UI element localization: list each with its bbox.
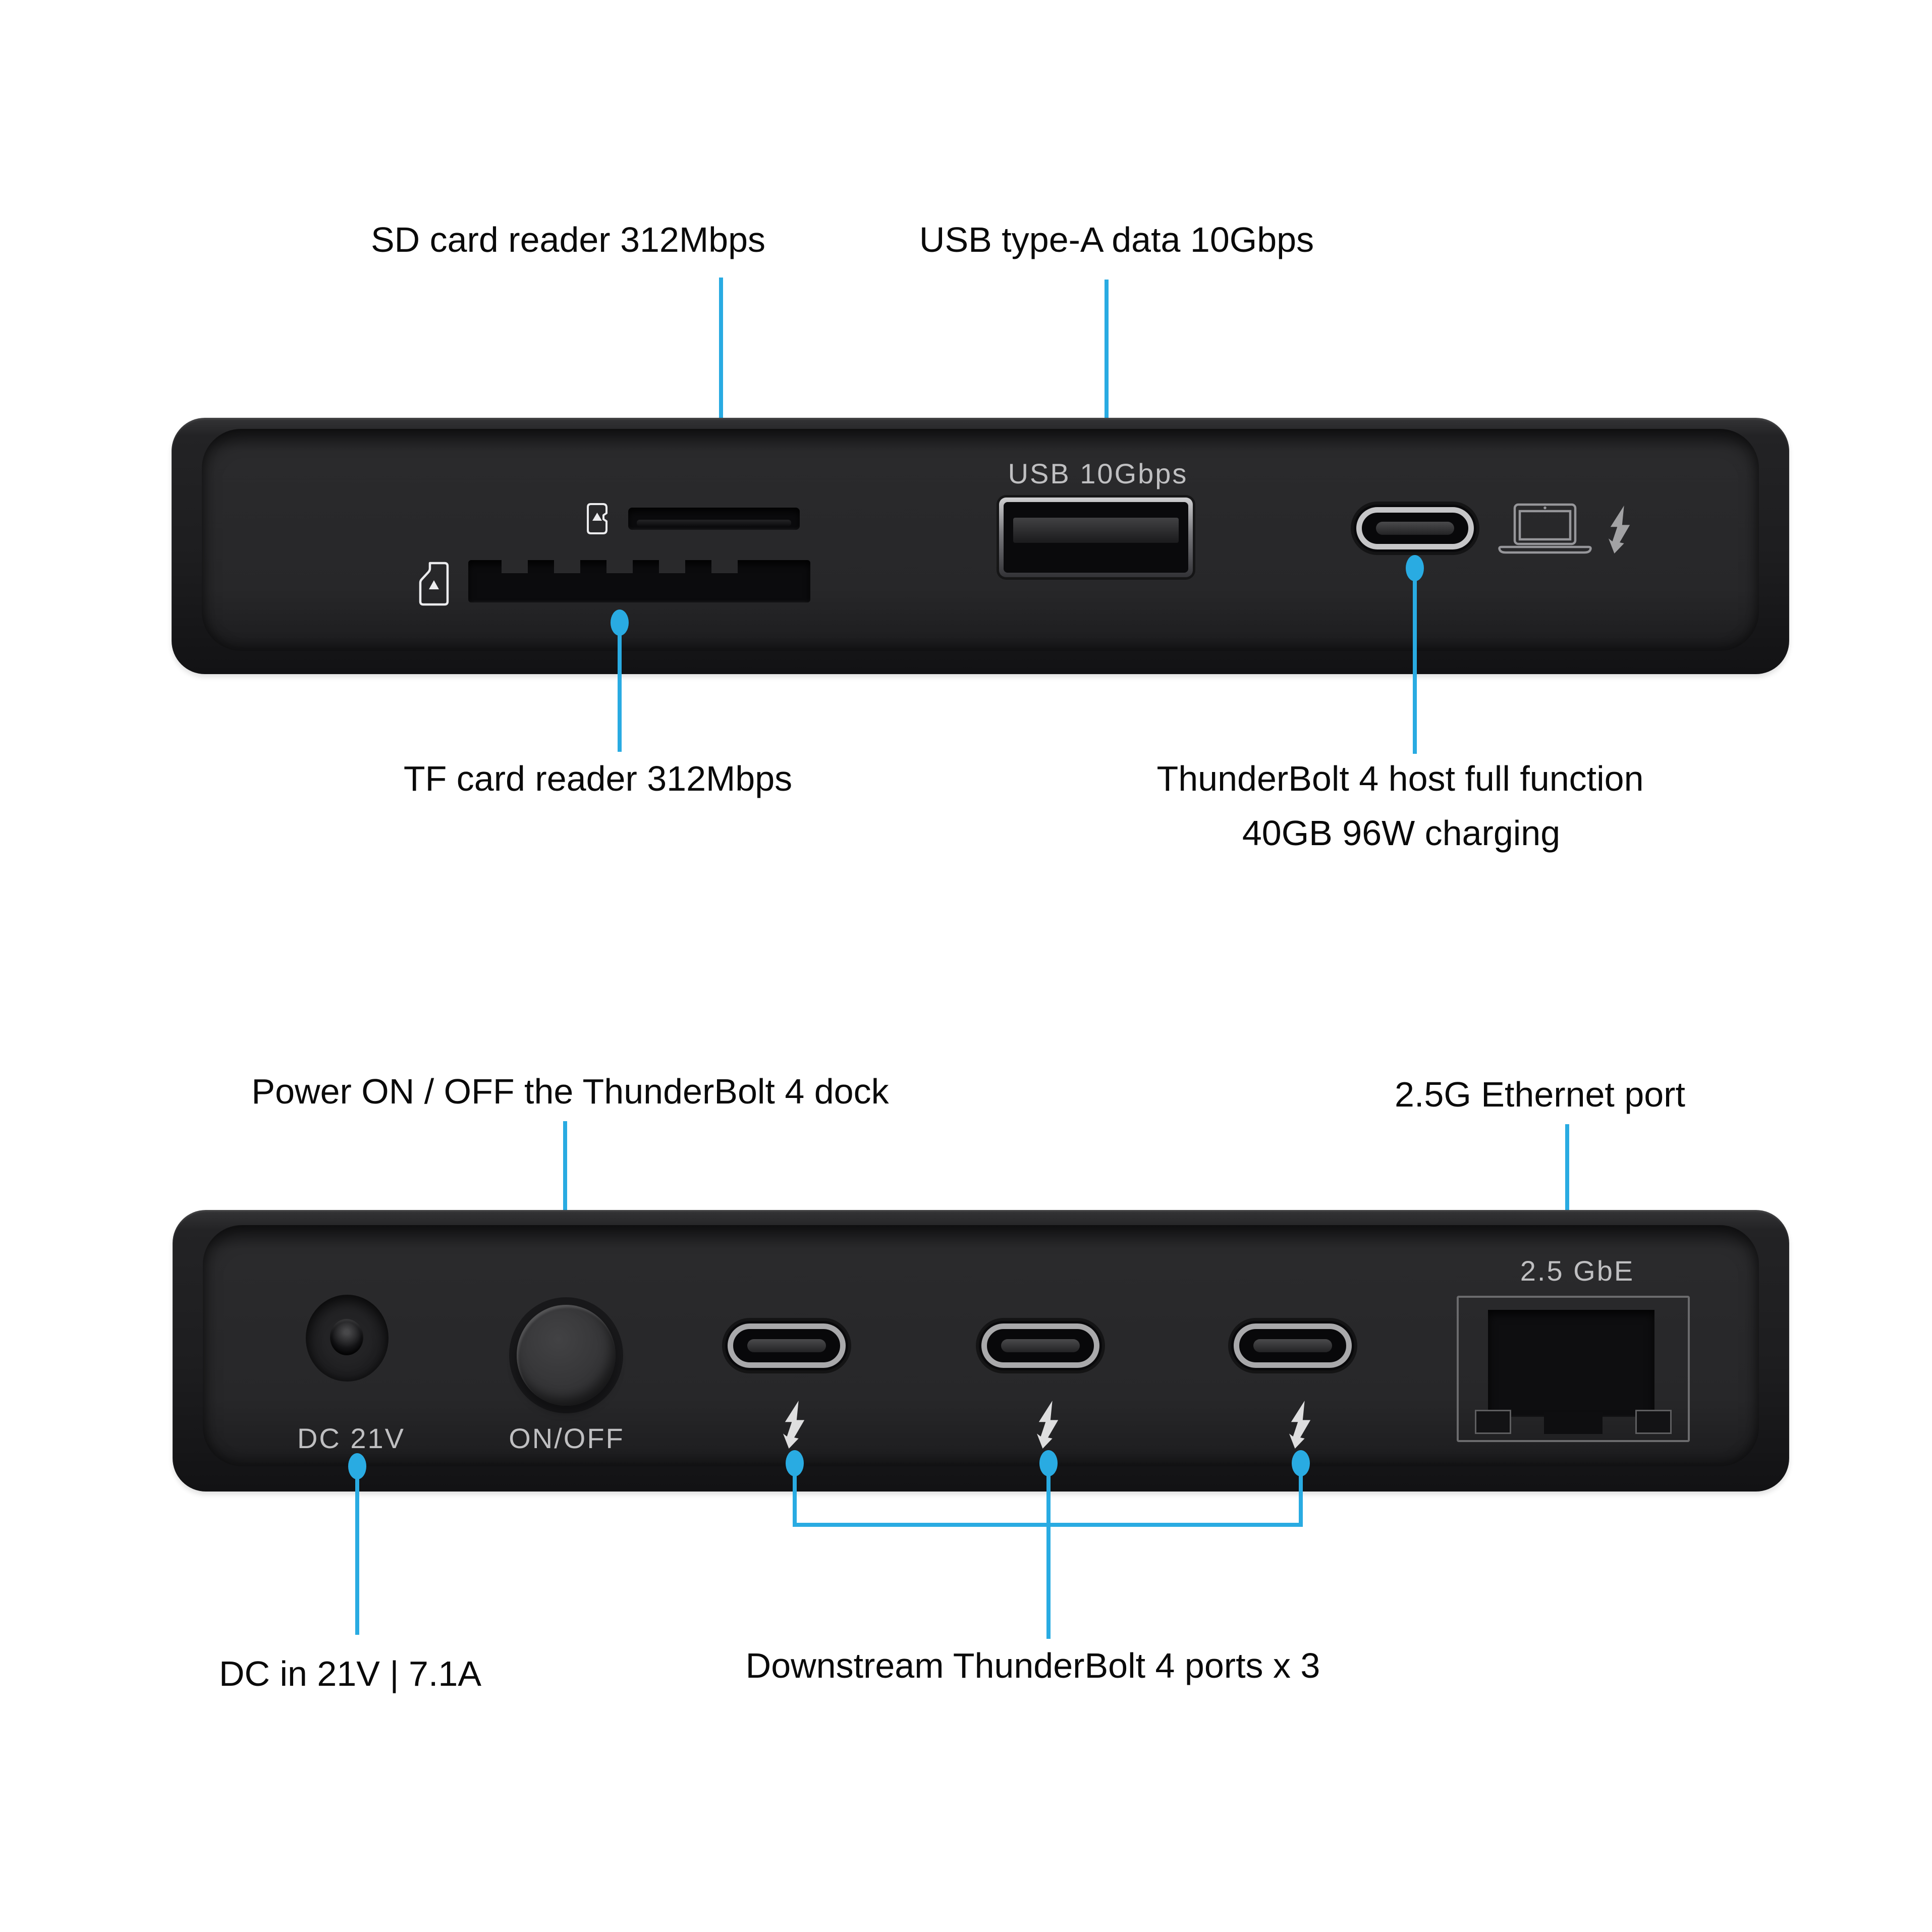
thunderbolt-downstream-port-1 bbox=[725, 1321, 848, 1370]
tb1-callout-line bbox=[793, 1471, 797, 1526]
ethernet-port bbox=[1457, 1296, 1690, 1442]
power-label: Power ON / OFF the ThunderBolt 4 dock bbox=[251, 1072, 889, 1111]
thunderbolt-icon bbox=[783, 1401, 805, 1449]
tf-callout-dot bbox=[611, 610, 629, 636]
usb-a-port bbox=[999, 498, 1193, 577]
sd-card-slot bbox=[628, 508, 800, 530]
tb-host-label-line1: ThunderBolt 4 host full function bbox=[1156, 759, 1644, 798]
thunderbolt-downstream-port-2 bbox=[979, 1321, 1102, 1370]
tb-host-callout-dot bbox=[1406, 555, 1424, 581]
tf-reader-label: TF card reader 312Mbps bbox=[403, 759, 793, 798]
thunderbolt-icon bbox=[1036, 1401, 1059, 1449]
thunderbolt-icon bbox=[1289, 1401, 1311, 1449]
ethernet-printed-text: 2.5 GbE bbox=[1520, 1255, 1635, 1287]
dc-callout-line bbox=[355, 1474, 359, 1635]
power-button-printed-text: ON/OFF bbox=[509, 1422, 625, 1454]
power-button bbox=[517, 1305, 616, 1406]
thunderbolt-downstream-port-3 bbox=[1231, 1321, 1354, 1370]
tf-card-icon bbox=[587, 503, 608, 534]
tb-bracket-line bbox=[793, 1523, 1303, 1527]
tf-callout-line bbox=[618, 632, 622, 752]
tf-card-slot bbox=[468, 560, 810, 602]
dc-in-label: DC in 21V | 7.1A bbox=[218, 1654, 482, 1693]
tb-host-callout-line bbox=[1413, 577, 1417, 754]
thunderbolt-icon bbox=[1608, 506, 1630, 554]
tb2-callout-line bbox=[1046, 1471, 1051, 1639]
ethernet-callout-line bbox=[1565, 1124, 1569, 1239]
usb-port-printed-text: USB 10Gbps bbox=[1008, 458, 1188, 489]
downstream-label: Downstream ThunderBolt 4 ports x 3 bbox=[745, 1646, 1320, 1685]
ethernet-label: 2.5G Ethernet port bbox=[1395, 1075, 1685, 1114]
dc-jack-pin bbox=[330, 1319, 363, 1355]
usb-a-callout-line bbox=[1105, 280, 1109, 429]
tb3-callout-line bbox=[1299, 1471, 1303, 1526]
power-callout-line bbox=[563, 1121, 567, 1244]
thunderbolt-host-port bbox=[1354, 505, 1476, 552]
laptop-icon bbox=[1498, 503, 1592, 554]
sd-reader-label: SD card reader 312Mbps bbox=[370, 220, 766, 259]
dc-printed-text: DC 21V bbox=[297, 1422, 406, 1454]
tb-host-label-line2: 40GB 96W charging bbox=[1242, 813, 1561, 853]
sd-card-icon bbox=[419, 562, 449, 606]
sd-callout-line bbox=[719, 278, 723, 465]
usb-a-label: USB type-A data 10Gbps bbox=[919, 220, 1314, 259]
